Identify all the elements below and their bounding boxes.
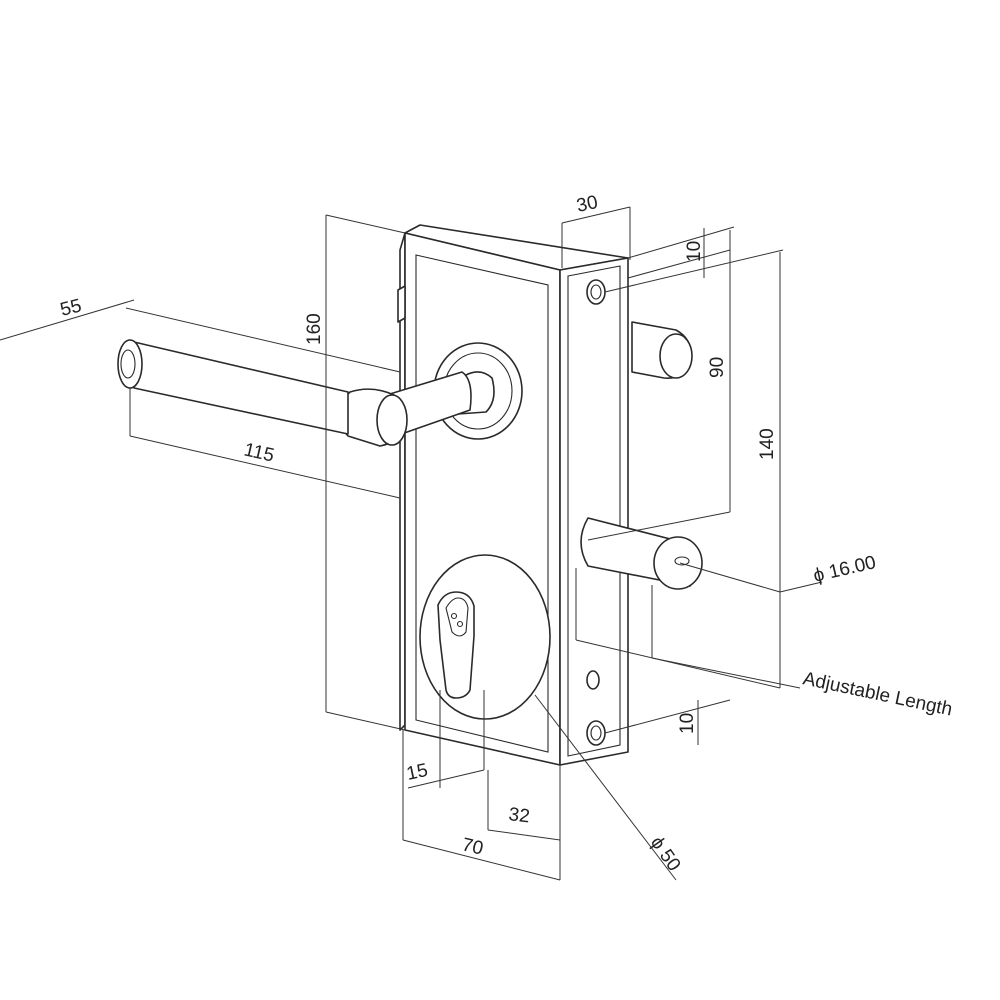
lock-bolt [580,517,703,590]
dim-rosette-diameter: ϕ 50 [646,833,684,875]
cylinder-rosette [419,554,551,720]
dim-top-offset: 10 [684,241,705,262]
dim-adjustable-length: Adjustable Length [801,668,954,720]
dim-bolt-spacing: 140 [757,428,778,460]
dim-bolt-diameter: ϕ 16.00 [811,552,878,587]
dim-bottom-offset: 10 [677,713,698,734]
dim-cylinder-offset: 15 [405,760,430,785]
rear-handle [631,321,693,379]
dim-handle-spacing: 90 [707,357,728,378]
dim-top-depth: 30 [575,192,600,217]
dim-height-total: 160 [304,313,325,345]
dimension-lines [0,206,823,881]
dim-backset: 32 [507,804,531,827]
dim-handle-length-rear: 55 [58,295,84,320]
dim-width: 70 [460,834,485,859]
spindle-bar [117,339,349,435]
